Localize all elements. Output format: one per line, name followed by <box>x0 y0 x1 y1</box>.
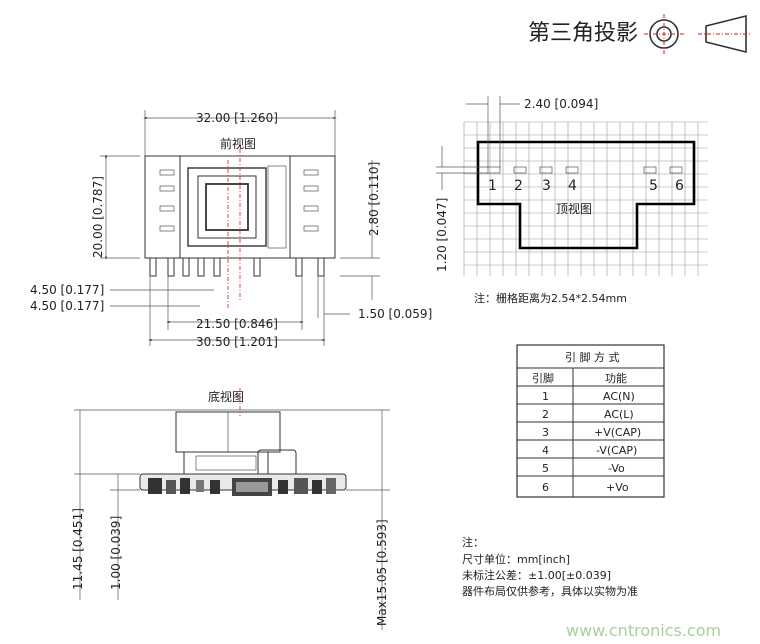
dim-pin-height: 2.80 [0.110] <box>367 162 381 236</box>
top-view-label: 顶视图 <box>556 201 592 216</box>
notes-line-3: 器件布局仅供参考，具体以实物为准 <box>462 584 638 598</box>
dim-max-height: Max15.05 [0.593] <box>375 519 389 626</box>
notes-line-1: 尺寸单位：mm[inch] <box>462 552 570 566</box>
front-leads <box>149 258 325 277</box>
pin-table: 引 脚 方 式 引脚 功能 1 AC(N) 2 AC(L) 3 +V(CAP) … <box>516 344 665 498</box>
pin-table-title: 引 脚 方 式 <box>565 350 620 364</box>
dim-pin-pitch-a: 4.50 [0.177] <box>30 283 104 297</box>
front-view: 前视图 32.00 [1.260] <box>30 110 432 349</box>
dim-height: 20.00 [0.787] <box>91 176 105 258</box>
notes-line-2: 未标注公差：±1.00[±0.039] <box>462 568 611 582</box>
table-cell-function: +V(CAP) <box>594 426 641 439</box>
front-view-label: 前视图 <box>220 136 256 151</box>
pin-table-row-4: 4 -V(CAP) <box>542 444 637 457</box>
dim-pin-width: 1.50 [0.059] <box>358 307 432 321</box>
pin-table-row-2: 2 AC(L) <box>542 408 634 421</box>
dim-width: 32.00 [1.260] <box>196 111 278 125</box>
projection-header: 第三角投影 <box>528 14 752 54</box>
dim-standoff: 1.00 [0.039] <box>109 516 123 590</box>
dim-inner-span: 21.50 [0.846] <box>196 317 278 331</box>
dim-grid-pitch: 2.40 [0.094] <box>524 97 598 111</box>
table-cell-function: AC(N) <box>603 390 635 403</box>
dim-total-height: 11.45 [0.451] <box>71 508 85 590</box>
table-cell-function: AC(L) <box>604 408 634 421</box>
table-cell-pin: 2 <box>542 408 549 421</box>
top-pads <box>487 166 683 174</box>
front-pins-left <box>159 169 175 232</box>
pin-table-row-1: 1 AC(N) <box>542 390 635 403</box>
table-cell-pin: 4 <box>542 444 549 457</box>
table-cell-pin: 6 <box>542 481 549 494</box>
notes-heading: 注： <box>462 535 484 549</box>
pin-label-6: 6 <box>675 178 684 194</box>
projection-title: 第三角投影 <box>528 21 638 46</box>
table-cell-pin: 3 <box>542 426 549 439</box>
notes: 注： 尺寸单位：mm[inch] 未标注公差：±1.00[±0.039] 器件布… <box>462 535 638 598</box>
pin-table-row-3: 3 +V(CAP) <box>542 426 641 439</box>
dim-depth: 1.20 [0.047] <box>435 198 449 272</box>
front-pins-right <box>303 169 319 232</box>
top-view: 1 2 3 4 5 6 顶视图 2.40 [0.094] 1.20 [0.047… <box>435 96 708 305</box>
dim-pin-pitch-b: 4.50 [0.177] <box>30 299 104 313</box>
pin-table-row-5: 5 -Vo <box>542 462 625 475</box>
bottom-components <box>148 478 336 496</box>
table-cell-pin: 5 <box>542 462 549 475</box>
pin-table-col-pin: 引脚 <box>532 371 554 385</box>
pin-table-row-6: 6 +Vo <box>542 481 629 494</box>
pin-label-5: 5 <box>649 178 658 194</box>
projection-symbol-icon <box>644 14 752 54</box>
pin-table-col-function: 功能 <box>605 371 627 385</box>
dim-outer-span: 30.50 [1.201] <box>196 335 278 349</box>
top-view-grid <box>463 121 708 276</box>
table-cell-pin: 1 <box>542 390 549 403</box>
pin-label-1: 1 <box>488 178 497 194</box>
pin-label-2: 2 <box>514 178 523 194</box>
pin-label-4: 4 <box>568 178 577 194</box>
table-cell-function: -Vo <box>608 462 625 475</box>
grid-note: 注：栅格距离为2.54*2.54mm <box>474 291 627 305</box>
watermark: www.cntronics.com <box>566 621 721 640</box>
table-cell-function: -V(CAP) <box>596 444 637 457</box>
pin-label-3: 3 <box>542 178 551 194</box>
bottom-view: 底视图 11.45 [0.451] <box>71 388 390 630</box>
table-cell-function: +Vo <box>606 481 629 494</box>
bottom-view-label: 底视图 <box>208 389 244 404</box>
